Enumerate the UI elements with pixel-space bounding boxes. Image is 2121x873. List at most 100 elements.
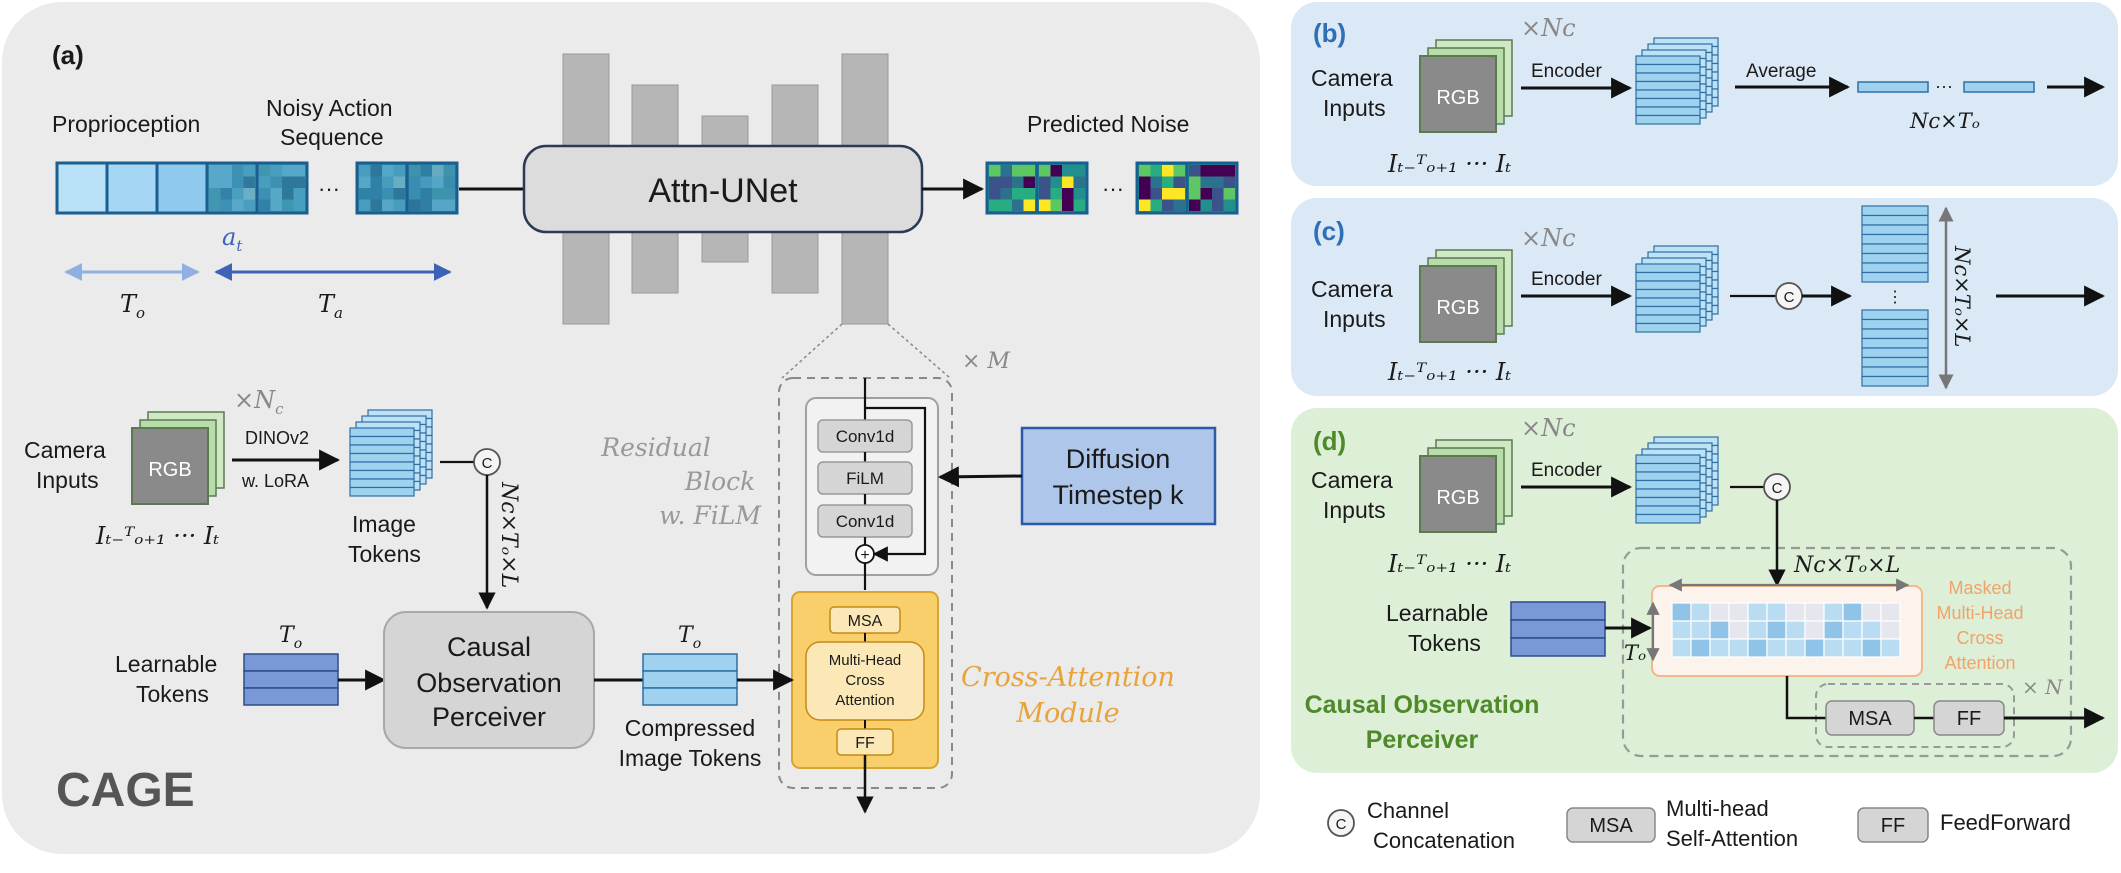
noise-cell: [293, 199, 305, 211]
predicted-noise-cell: [1189, 188, 1201, 200]
film-label: FiLM: [846, 469, 884, 488]
image-token-row: [1635, 72, 1701, 83]
image-token-row: [1635, 63, 1701, 74]
predicted-noise-cell: [1150, 176, 1162, 188]
c-image-tokens: [1635, 245, 1719, 333]
noise-cell: [370, 176, 382, 188]
image-token-row: [349, 452, 415, 463]
image-token-row: [1635, 55, 1701, 66]
b-camera-2: Inputs: [1323, 95, 1386, 121]
legend-msa-1: Multi-head: [1666, 796, 1769, 821]
c-i-range: Iₜ₋ᵀₒ₊₁ ··· Iₜ: [1387, 358, 1511, 386]
proprio-token: [105, 161, 159, 215]
image-token-row: [1635, 322, 1701, 333]
mhca-label-2: Cross: [845, 672, 884, 689]
panel-a-label: (a): [52, 40, 84, 70]
noise-cell: [382, 199, 394, 211]
predicted-noise-cell: [1212, 188, 1224, 200]
noise-cell: [420, 188, 432, 200]
predicted-noise-cell: [1173, 188, 1185, 200]
predicted-noise-cell: [1050, 176, 1062, 188]
predicted-noise-cell: [1050, 188, 1062, 200]
predicted-noise-cell: [1073, 188, 1085, 200]
noise-cell: [220, 165, 232, 177]
times-nc: ×Nc: [234, 386, 284, 418]
concat-token-row: [1861, 205, 1929, 217]
noise-cell: [209, 176, 221, 188]
noise-cell: [259, 188, 271, 200]
mask-cell: [1823, 620, 1844, 640]
noise-cell: [282, 199, 294, 211]
mask-cell: [1690, 638, 1711, 658]
noise-pattern: [209, 165, 455, 211]
predicted-noise-cell: [1012, 165, 1024, 177]
mask-cell: [1671, 620, 1692, 640]
noise-cell: [209, 188, 221, 200]
mask-cell: [1747, 602, 1768, 622]
b-avg-token: [1963, 81, 2035, 93]
learnable-label-1: Learnable: [115, 651, 217, 677]
predicted-noise-cell: [1189, 176, 1201, 188]
noise-cell: [270, 165, 282, 177]
predicted-noise-cell: [1150, 199, 1162, 211]
legend-concat-2: Concatenation: [1373, 828, 1515, 853]
predicted-noise-cell: [1139, 188, 1151, 200]
mask-cell: [1861, 602, 1882, 622]
b-avg-token: [1857, 81, 1929, 93]
predicted-noise-cell: [1000, 188, 1012, 200]
mask-cell: [1823, 638, 1844, 658]
image-token-row: [1635, 479, 1701, 490]
noise-cell: [443, 176, 455, 188]
noise-cell: [209, 165, 221, 177]
legend-concat-icon: [1327, 809, 1355, 837]
learnable-to: To: [279, 623, 302, 652]
panel-a: (a) Proprioception Noisy Action Sequence…: [2, 2, 1260, 854]
ellipsis-2: ···: [1102, 176, 1124, 201]
predicted-noise-cell: [1023, 188, 1035, 200]
mask-cell: [1747, 638, 1768, 658]
d-masked-label-2: Multi-Head: [1936, 603, 2023, 623]
predicted-noise-cell: [1023, 199, 1035, 211]
i-range: Iₜ₋ᵀₒ₊₁ ··· Iₜ: [95, 522, 219, 550]
concat-symbol: C: [482, 455, 493, 472]
rgb-label: RGB: [148, 459, 191, 481]
concat-token-row: [1861, 262, 1929, 274]
image-token-row: [1635, 305, 1701, 316]
b-rgb-label: RGB: [1436, 87, 1479, 109]
noise-cell: [382, 165, 394, 177]
noise-cell: [243, 188, 255, 200]
noise-cell: [282, 165, 294, 177]
residual-label-1: Residual: [600, 433, 710, 462]
mask-cell: [1671, 638, 1692, 658]
predicted-noise-cell: [1200, 188, 1212, 200]
proprio-token: [55, 161, 109, 215]
c-encoder-label: Encoder: [1531, 269, 1602, 290]
ff-label: FF: [855, 735, 875, 752]
predicted-noise-label: Predicted Noise: [1027, 111, 1189, 137]
ellipsis: ···: [318, 176, 340, 201]
b-ellipsis: ···: [1935, 76, 1953, 96]
noise-cell: [409, 165, 421, 177]
predicted-noise-cell: [1012, 176, 1024, 188]
rgb-stack: RGB: [131, 411, 225, 505]
c-vellipsis: ⋮: [1887, 289, 1903, 306]
concat-token-row: [1861, 224, 1929, 236]
predicted-noise-cell: [989, 176, 1001, 188]
panel-c: (c) Camera Inputs ×Nᴄ RGB Iₜ₋ᵀₒ₊₁ ··· Iₜ…: [1291, 198, 2118, 396]
image-token-row: [1635, 97, 1701, 108]
b-image-tokens: [1635, 37, 1719, 125]
noise-cell: [232, 199, 244, 211]
panel-c-label: (c): [1313, 216, 1345, 246]
b-nc-to: Nᴄ×Tₒ: [1909, 109, 1980, 133]
predicted-noise-cell: [1173, 165, 1185, 177]
noise-cell: [282, 176, 294, 188]
c-camera-2: Inputs: [1323, 306, 1386, 332]
diffusion-label-1: Diffusion: [1066, 444, 1171, 474]
predicted-noise-cell: [1050, 165, 1062, 177]
noise-cell: [259, 199, 271, 211]
noise-cell: [432, 188, 444, 200]
predicted-noise-cell: [1139, 165, 1151, 177]
mask-cell: [1880, 620, 1901, 640]
predicted-noise-cell: [1139, 199, 1151, 211]
